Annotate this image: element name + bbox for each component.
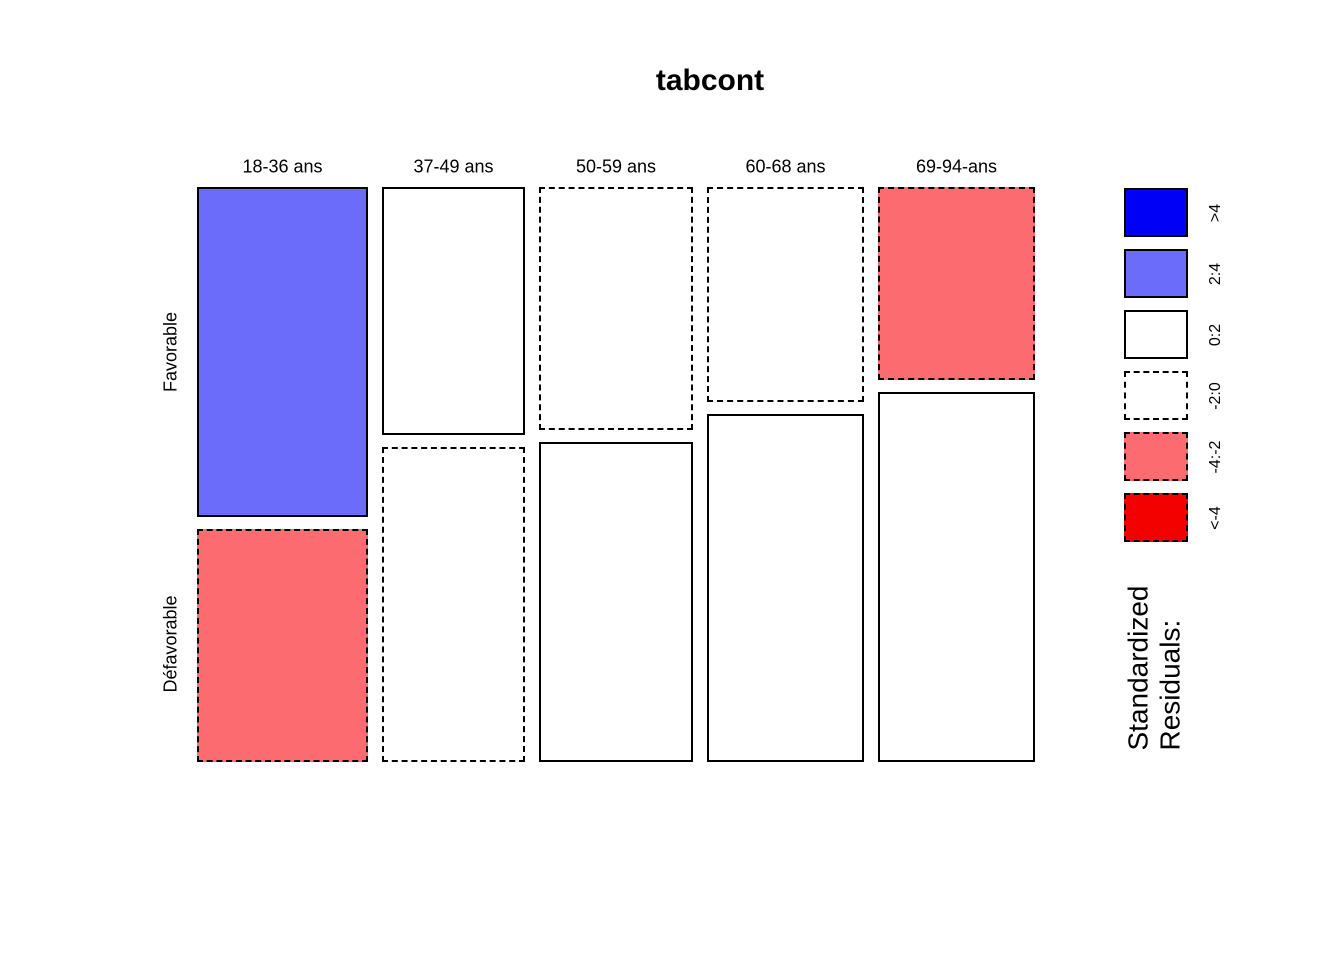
legend-label: <-4: [1207, 505, 1224, 530]
mosaic-tile: [382, 447, 525, 762]
row-label-defavorable: Défavorable: [160, 595, 181, 693]
mosaic-tile: [539, 442, 693, 762]
legend-label: 0:2: [1207, 323, 1224, 346]
mosaic-tile: [878, 187, 1035, 380]
legend-swatch: [1124, 432, 1188, 481]
legend-label: -2:0: [1207, 381, 1224, 410]
mosaic-tile: [878, 392, 1035, 762]
legend-label: 2:4: [1207, 262, 1224, 285]
legend-title-line-1: Standardized: [1122, 585, 1154, 751]
legend-title: Standardized Residuals:: [1123, 585, 1188, 750]
legend-label: >4: [1207, 203, 1224, 222]
legend-swatch: [1124, 371, 1188, 420]
mosaic-tile: [539, 187, 693, 430]
legend-swatch: [1124, 249, 1188, 298]
legend-swatch: [1124, 188, 1188, 237]
column-label: 69-94-ans: [915, 156, 998, 177]
mosaic-tile: [707, 414, 864, 762]
column-label: 18-36 ans: [242, 156, 323, 177]
legend-label: -4:-2: [1207, 440, 1224, 473]
column-label: 50-59 ans: [575, 156, 657, 177]
row-label-favorable: Favorable: [160, 311, 181, 393]
column-label: 37-49 ans: [413, 156, 494, 177]
chart-title: tabcont: [655, 64, 765, 97]
mosaic-tile: [197, 529, 368, 762]
legend-title-line-2: Residuals:: [1155, 619, 1186, 751]
mosaic-tile: [707, 187, 864, 402]
mosaic-tile: [382, 187, 525, 435]
legend-swatch: [1124, 493, 1188, 542]
legend-swatch: [1124, 310, 1188, 359]
column-label: 60-68 ans: [745, 156, 826, 177]
mosaic-tile: [197, 187, 368, 517]
